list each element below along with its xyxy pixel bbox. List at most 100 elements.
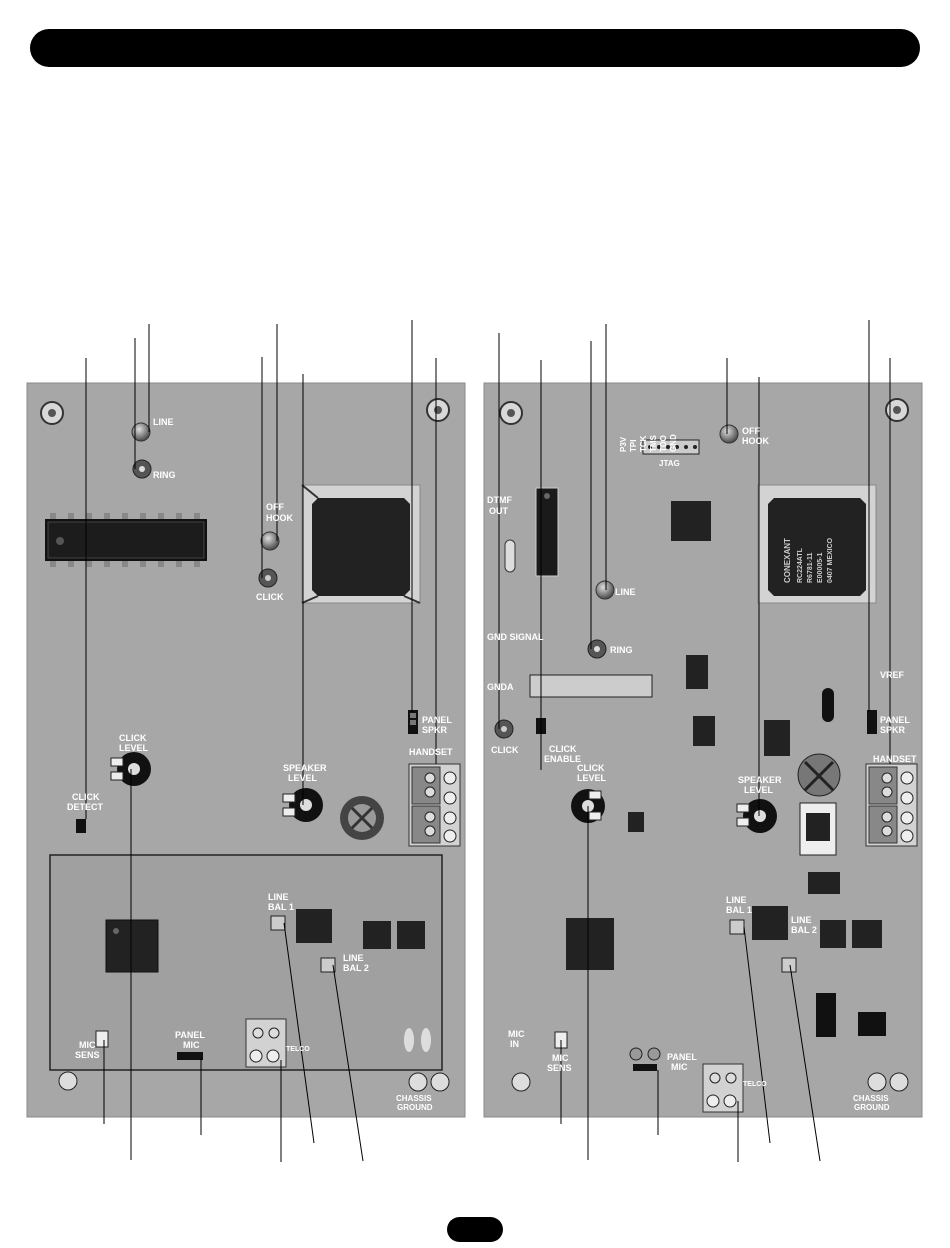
left-callout-lines [85,320,437,1162]
chip-text-2: RC224ATL [797,547,804,583]
jtag-pin-gnd: GND [669,434,678,452]
speaker-level-pot [282,788,323,822]
label-handset: HANDSET [873,754,917,764]
soic-chip [686,655,708,689]
mic-sens-pot [95,1030,109,1048]
label-chassis-ground-1: CHASSIS [853,1094,889,1103]
handset-terminal [865,763,918,847]
panel-spkr-jumper [867,710,877,734]
label-line: LINE [615,587,636,597]
page-number-pill [447,1217,503,1242]
label-chassis-ground-2: GROUND [397,1103,433,1112]
line-bal-2-pot [781,957,797,973]
chip-text-5: 0407 MEXICO [827,537,834,583]
label-speaker-level-1: SPEAKER [283,763,327,773]
label-ring: RING [610,645,633,655]
title-bar [30,29,920,67]
label-click-level-1: CLICK [577,763,605,773]
relay [852,920,882,948]
label-panel-mic-1: PANEL [175,1030,205,1040]
label-mic-sens-2: SENS [75,1050,100,1060]
label-mic-sens-1: MIC [552,1053,569,1063]
relay [397,921,425,949]
jtag-pin-tpi: TPI [629,440,638,452]
left-board: LINE RING OFF HOOK CLICK PANEL SPKR HAND… [26,320,466,1162]
soic-chip [752,906,788,940]
label-ring: RING [153,470,176,480]
label-telco: TELCO [286,1046,310,1053]
chip-text-3: R6781-11 [807,553,814,583]
label-chassis-ground-1: CHASSIS [396,1094,432,1103]
label-vref: VREF [880,670,905,680]
jtag-header [642,439,700,455]
click-detect-jumper [76,819,86,833]
capacitor [816,993,836,1037]
label-mic-sens-2: SENS [547,1063,572,1073]
off-hook-led [719,424,739,444]
label-speaker-level-2: LEVEL [288,773,318,783]
screw [58,1071,78,1091]
label-dtmf-out-2: OUT [489,506,509,516]
label-speaker-level-1: SPEAKER [738,775,782,785]
capacitor [404,1028,414,1052]
label-click-detect-2: DETECT [67,802,104,812]
label-mic-in-2: IN [510,1039,519,1049]
speaker-component [340,796,384,840]
label-chassis-ground-2: GROUND [854,1103,890,1112]
label-panel-spkr-1: PANEL [880,715,910,725]
label-off-hook-1: OFF [742,426,760,436]
relay [820,920,846,948]
chip-text-4: E00005-1 [817,553,824,583]
screw [511,1072,531,1092]
telco-terminal [702,1063,744,1113]
label-speaker-level-2: LEVEL [744,785,774,795]
label-click-level-1: CLICK [119,733,147,743]
line-led [595,580,615,600]
vertical-dip-ic [535,487,559,577]
jtag-pin-tck: TCK [639,435,648,452]
label-off-hook-2: HOOK [266,513,294,523]
right-callout-lines [498,320,891,1162]
label-panel-mic-2: MIC [183,1040,200,1050]
small-ic [628,812,644,832]
jtag-pin-tms: TMS [649,434,658,452]
soic-chip [296,909,332,943]
gnda-header [529,674,653,698]
relay [363,921,391,949]
jtag-pin-p3v: P3V [619,436,628,452]
label-line-bal-2-b: BAL 2 [343,963,369,973]
dip-ic [45,513,207,567]
qfp-chip [566,918,614,970]
chip-brand: CONEXANT [783,538,792,583]
crystal [504,539,516,573]
speaker-level-pot [736,799,777,833]
label-line: LINE [153,417,174,427]
capacitor [822,688,834,722]
screw [430,1072,450,1092]
line-bal-2-pot [320,957,336,973]
qfp-chip [105,919,159,973]
label-panel-spkr-2: SPKR [880,725,906,735]
label-line-bal-1-b: BAL 1 [726,905,752,915]
soic-chip [808,872,840,894]
voltage-regulator [797,753,841,856]
component [858,1012,886,1036]
label-click: CLICK [256,592,284,602]
screw [408,1072,428,1092]
label-gnda: GNDA [487,682,514,692]
panel-mic-jack [629,1047,643,1061]
label-line-bal-1-a: LINE [726,895,747,905]
jtag-pin-tdo: TDO [659,435,668,452]
panel-mic-jumper [177,1052,203,1060]
panel-mic-jack [647,1047,661,1061]
label-gnd-signal: GND SIGNAL [487,632,544,642]
line-bal-1-pot [270,915,286,931]
label-click-enable-2: ENABLE [544,754,581,764]
label-click-level-2: LEVEL [577,773,607,783]
soic-chip [764,720,790,756]
label-panel-mic-2: MIC [671,1062,688,1072]
label-panel-spkr-2: SPKR [422,725,448,735]
handset-terminal [408,763,461,847]
label-dtmf-out-1: DTMF [487,495,512,505]
